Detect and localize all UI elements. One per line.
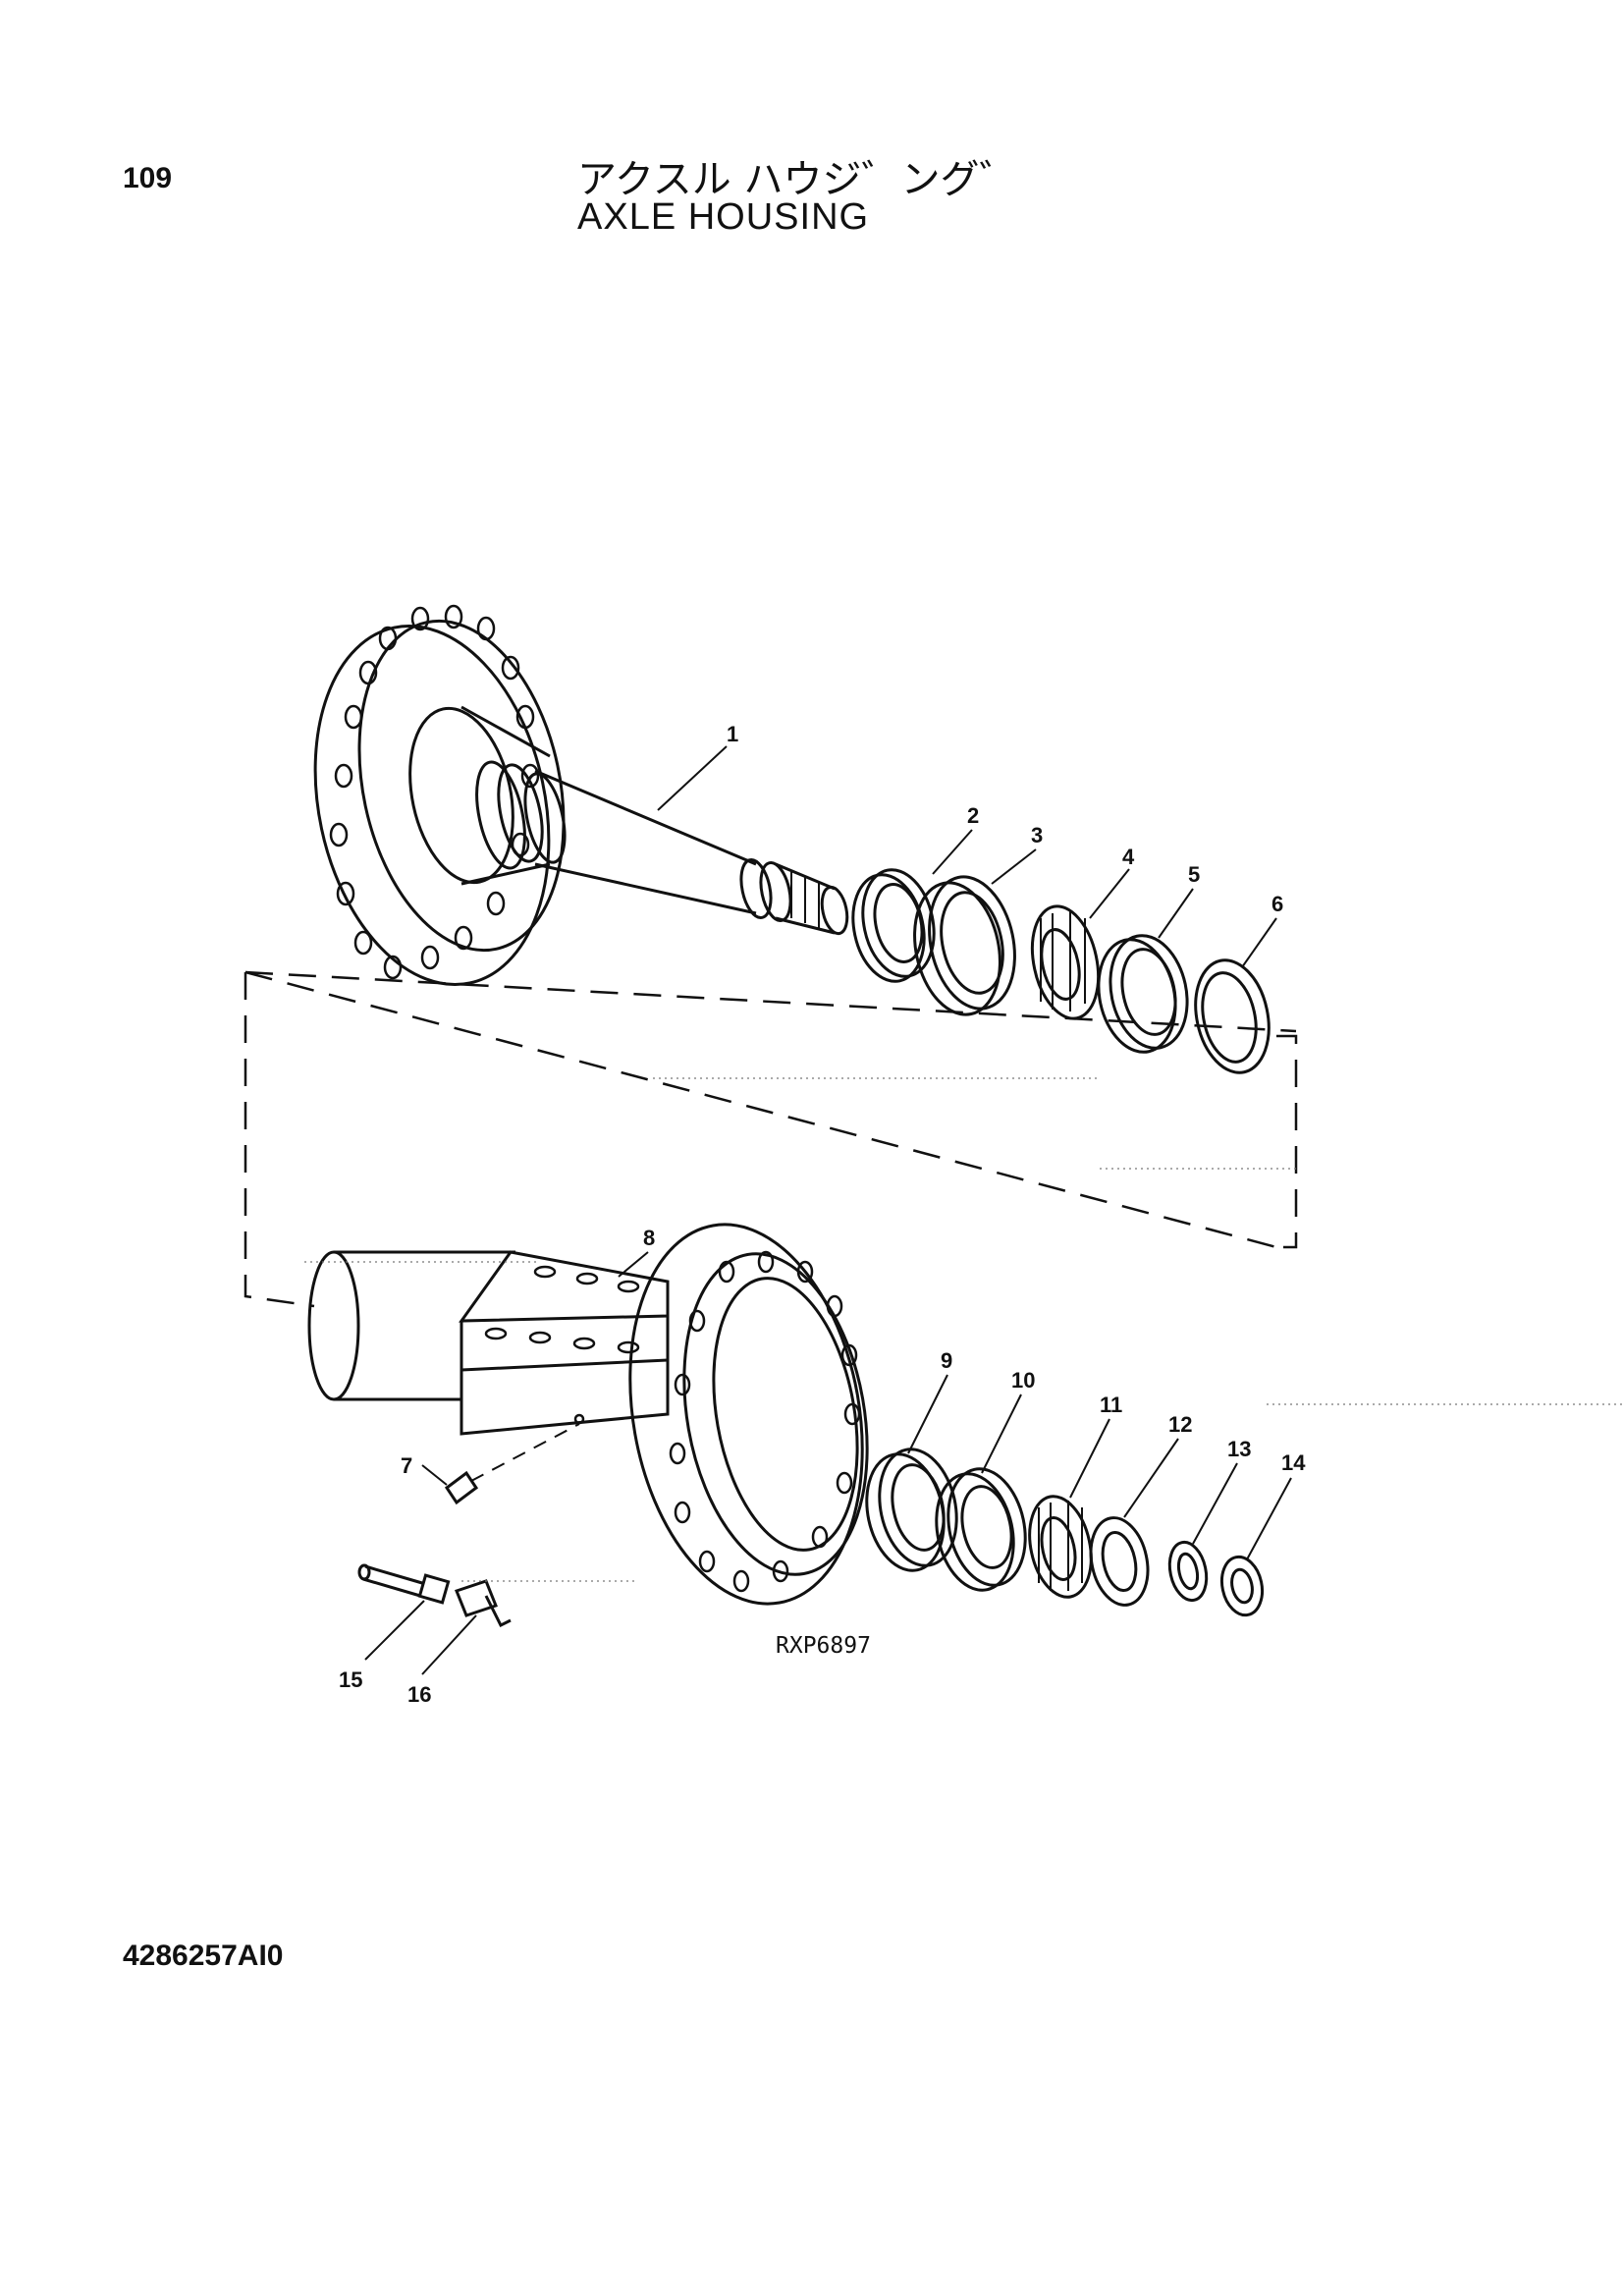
bearing-cup-part-3: [913, 875, 1016, 1016]
bearing-cup-part-10: [935, 1467, 1027, 1592]
bearing-race-part-12: [1089, 1516, 1150, 1607]
callout-leaders: [364, 745, 1292, 1675]
washer-part-13: [1167, 1540, 1209, 1603]
seal-ring-part-6: [1194, 958, 1271, 1074]
callout-3: 3: [1031, 823, 1043, 847]
roller-bearing-part-4: [1030, 904, 1101, 1020]
guide-dotted-lines: [304, 1077, 1623, 1582]
callout-9: 9: [941, 1348, 952, 1373]
callout-11: 11: [1100, 1393, 1122, 1417]
plug-part-7: [444, 1423, 580, 1505]
callout-12: 12: [1168, 1412, 1192, 1437]
callout-7: 7: [401, 1453, 412, 1478]
page-number: 109: [123, 162, 173, 194]
callout-14: 14: [1281, 1450, 1306, 1475]
callout-2: 2: [967, 803, 979, 828]
callout-8: 8: [643, 1226, 655, 1250]
assembly-dashed-frame: [243, 970, 1298, 1308]
page-title-english: AXLE HOUSING: [577, 196, 870, 238]
callout-1: 1: [727, 722, 738, 746]
callout-13: 13: [1227, 1437, 1251, 1461]
document-code: 4286257AI0: [123, 1940, 284, 1972]
callout-10: 10: [1011, 1368, 1035, 1393]
figure-code: RXP6897: [776, 1633, 871, 1659]
callout-5: 5: [1188, 862, 1200, 887]
callout-4: 4: [1122, 845, 1135, 869]
callout-labels: 1 2 3 4 5 6 7 8 9 10 11 12 13 14 15 16 R…: [339, 722, 1306, 1707]
seal-part-9: [865, 1448, 958, 1572]
callout-15: 15: [339, 1667, 362, 1692]
nut-part-14: [1219, 1555, 1265, 1617]
axle-housing-part-8: [307, 1223, 869, 1606]
bolt-part-15: [357, 1563, 451, 1605]
callout-6: 6: [1271, 892, 1283, 916]
seal-part-2: [851, 868, 936, 983]
roller-bearing-part-11: [1028, 1495, 1093, 1599]
axle-shaft-part-1: [313, 604, 849, 987]
callout-16: 16: [407, 1682, 431, 1707]
elbow-fitting-part-16: [455, 1579, 512, 1628]
bearing-race-part-5: [1097, 934, 1189, 1054]
page-title-japanese: アクスル ハウジ゛ング゛: [577, 157, 1019, 202]
